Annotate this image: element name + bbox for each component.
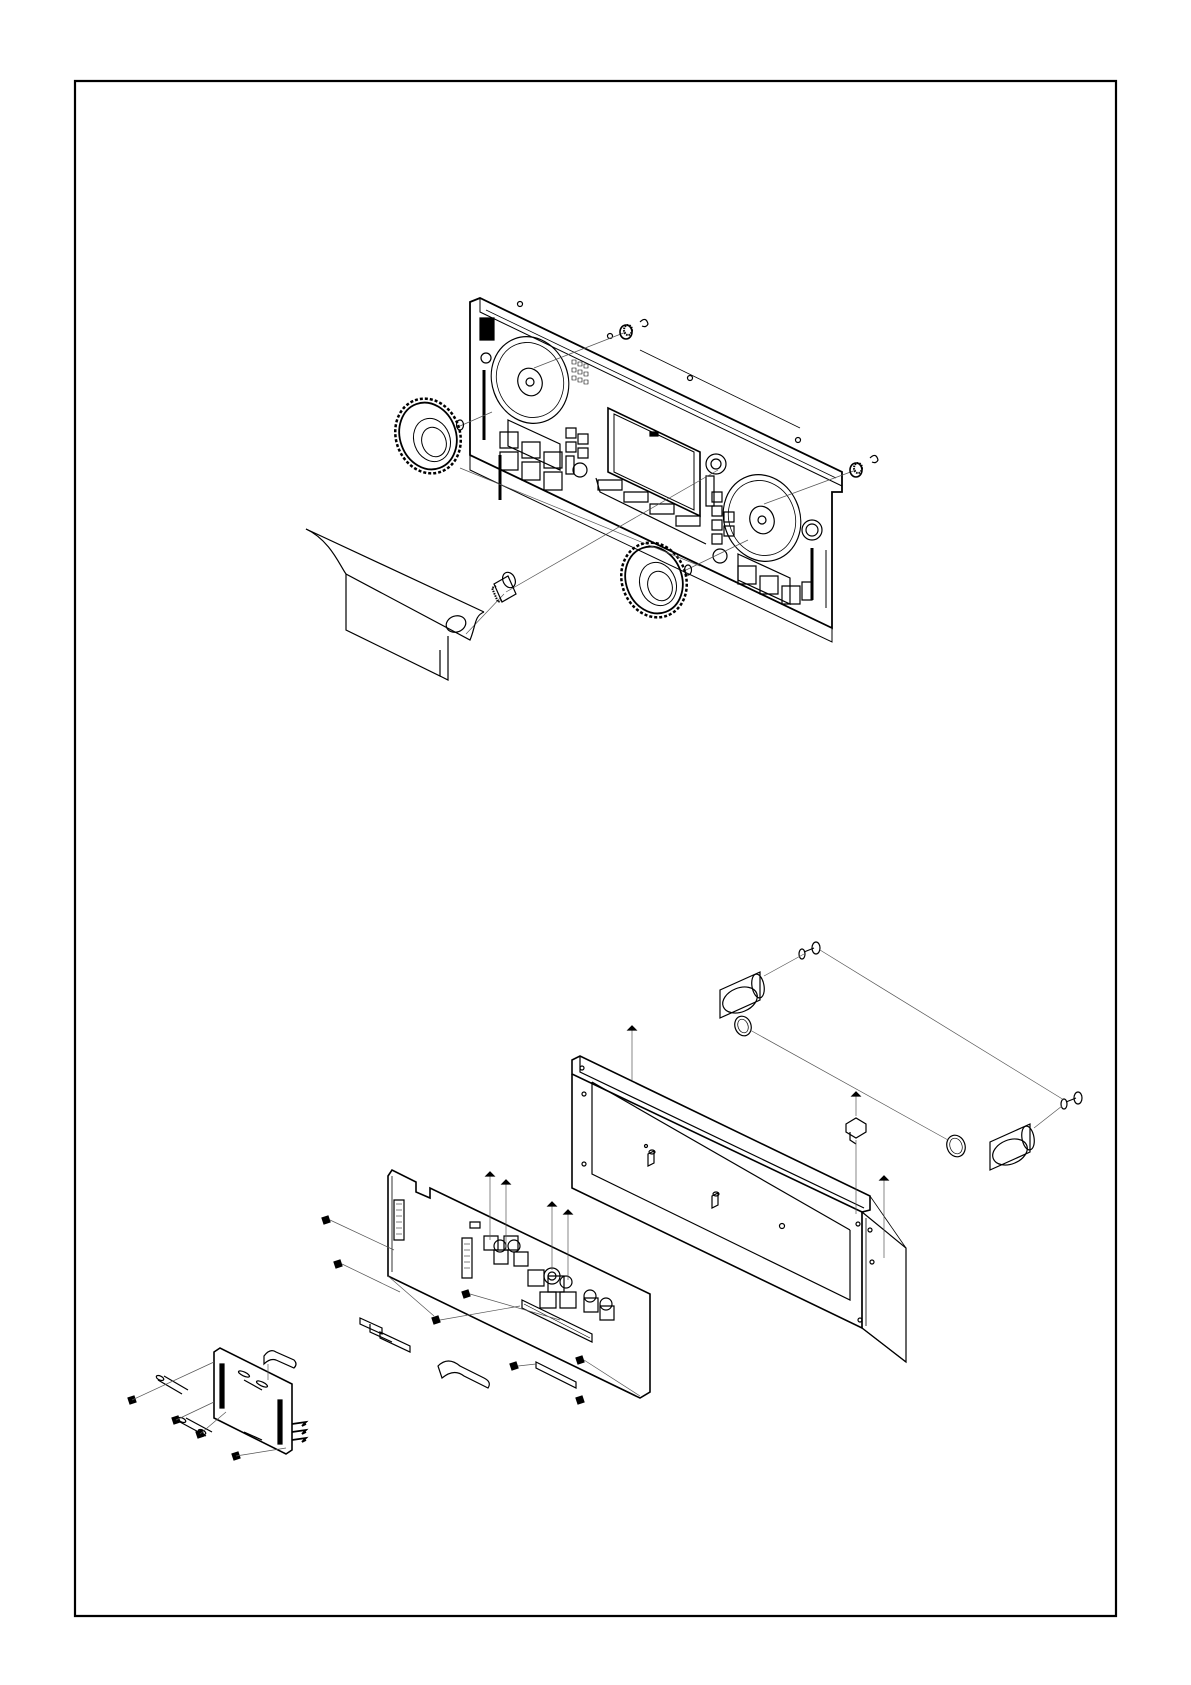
speaker-grille-left: [572, 360, 588, 384]
small-pcb-spacers: [156, 1374, 212, 1436]
front-panel: [470, 298, 842, 628]
main-pcb-leader-lines: [330, 1220, 640, 1396]
chassis-standoffs: [645, 1145, 720, 1209]
lcd-display: [608, 408, 700, 516]
left-button-cluster: [500, 420, 588, 490]
clip-lower: [870, 455, 878, 462]
rubber-foot-upper: [719, 972, 766, 1018]
clip-upper: [640, 319, 648, 326]
front-panel-assembly: [470, 298, 842, 642]
main-pcb-assembly: [322, 1170, 650, 1404]
small-pcb-assembly: [128, 1348, 306, 1460]
left-jog-wheel: [385, 389, 471, 482]
center-rotary-knob: [492, 570, 518, 602]
rubber-pad-lower: [944, 1133, 968, 1160]
screw-foot-lower: [1061, 1092, 1082, 1109]
ribbon-cable-1: [360, 1318, 410, 1352]
drawing-frame: [75, 81, 1116, 1616]
small-pcb-springs: [292, 1422, 306, 1442]
rubber-foot-lower: [989, 1124, 1036, 1170]
chassis-box: [572, 1056, 870, 1212]
curved-cover-plate: [306, 529, 484, 680]
ribbon-cable-2: [438, 1361, 489, 1388]
left-jog-recess: [479, 326, 581, 435]
front-leader-lines: [460, 332, 856, 634]
small-pcb-headers: [220, 1364, 282, 1444]
main-pcb-board: [388, 1170, 650, 1398]
small-pcb-ribbon: [264, 1351, 296, 1380]
rubber-pad-upper: [732, 1014, 754, 1038]
logo-badge: [480, 318, 494, 340]
right-button-cluster: [712, 492, 812, 604]
encoder-cluster-right: [528, 1268, 614, 1320]
screw-foot-upper: [799, 942, 820, 959]
main-pcb-screws: [322, 1216, 584, 1404]
rear-leader-lines: [750, 950, 1064, 1140]
